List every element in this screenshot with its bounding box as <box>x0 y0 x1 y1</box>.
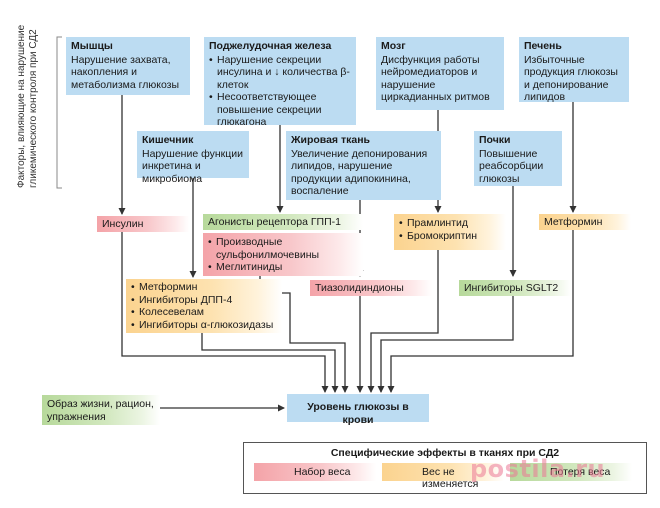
drug-thiazolidinediones: Тиазолидиндионы <box>310 280 432 296</box>
legend-item-weight-loss: Потеря веса <box>510 463 632 481</box>
organ-title: Кишечник <box>142 134 194 146</box>
drug-item: Колесевелам <box>131 306 277 319</box>
drug-insulin: Инсулин <box>97 216 189 232</box>
drug-item: Метформин <box>131 281 277 294</box>
drug-sglt2-inhibitors: Ингибиторы SGLT2 <box>459 280 571 296</box>
glucose-label: Уровень глюкозы в крови <box>307 401 409 426</box>
drug-metformin-liver: Метформин <box>539 214 631 230</box>
watermark-logo: postila.ru <box>470 455 606 483</box>
organ-description: Избыточные продукция глюкозы и депониров… <box>524 53 618 104</box>
organ-brain: Мозг Дисфункция работы нейромедиаторов и… <box>376 37 504 110</box>
organ-pancreas: Поджелудочная железа Нарушение секреции … <box>204 37 356 128</box>
organ-description: Дисфункция работы нейромедиаторов и нару… <box>381 53 490 104</box>
organ-description: Нарушение захвата, накопления и метаболи… <box>71 53 180 91</box>
organ-liver: Печень Избыточные продукция глюкозы и де… <box>519 37 629 104</box>
drug-item: Ингибиторы ДПП-4 <box>131 294 277 307</box>
side-label: Факторы, влияющие на нарушение гликемиче… <box>16 24 39 188</box>
legend-item-weight-neutral: Вес не изменяется <box>382 463 504 490</box>
legend-item-weight-gain: Набор веса <box>254 463 376 481</box>
organ-muscles: Мышцы Нарушение захвата, накопления и ме… <box>66 37 190 95</box>
drug-item: Меглитиниды <box>208 261 358 274</box>
organ-title: Мозг <box>381 40 406 52</box>
organ-kidney: Почки Повышение реабсорбции глюкозы <box>474 131 562 186</box>
organ-description: Увеличение депонирования липидов, наруше… <box>291 147 428 198</box>
drug-glp1-agonists: Агонисты рецептора ГПП-1 <box>203 214 363 230</box>
organ-title: Мышцы <box>71 40 113 52</box>
drug-pramlintide-group: Прамлинтид Бромокриптин <box>394 214 506 250</box>
organ-intestine: Кишечник Нарушение функции инкретина и м… <box>137 131 249 185</box>
organ-title: Печень <box>524 40 562 52</box>
drug-sulfonylurea-group: Производные сульфонилмочевины Меглитинид… <box>203 233 363 276</box>
organ-item: Несоответствующее повышение секреции глю… <box>209 91 351 129</box>
organ-title: Поджелудочная железа <box>209 40 332 52</box>
organ-adipose: Жировая ткань Увеличение депонирования л… <box>286 131 441 200</box>
blood-glucose-box: Уровень глюкозы в крови <box>287 394 429 426</box>
organ-description: Нарушение функции инкретина и микробиома <box>142 147 243 185</box>
drug-item: Бромокриптин <box>399 230 501 243</box>
drug-item: Прамлинтид <box>399 217 501 230</box>
drug-item: Производные сульфонилмочевины <box>208 236 358 261</box>
organ-title: Жировая ткань <box>291 134 371 146</box>
drug-gut-group: Метформин Ингибиторы ДПП-4 Колесевелам И… <box>126 279 282 333</box>
drug-item: Ингибиторы α-глюкозидазы <box>131 319 277 332</box>
legend: Специфические эффекты в тканях при СД2 Н… <box>243 442 647 494</box>
lifestyle-box: Образ жизни, рацион, упражнения <box>42 395 160 425</box>
organ-description: Повышение реабсорбции глюкозы <box>479 147 544 185</box>
organ-title: Почки <box>479 134 511 146</box>
legend-title: Специфические эффекты в тканях при СД2 <box>330 447 560 459</box>
organ-item: Нарушение секреции инсулина и ↓ количест… <box>209 54 351 92</box>
